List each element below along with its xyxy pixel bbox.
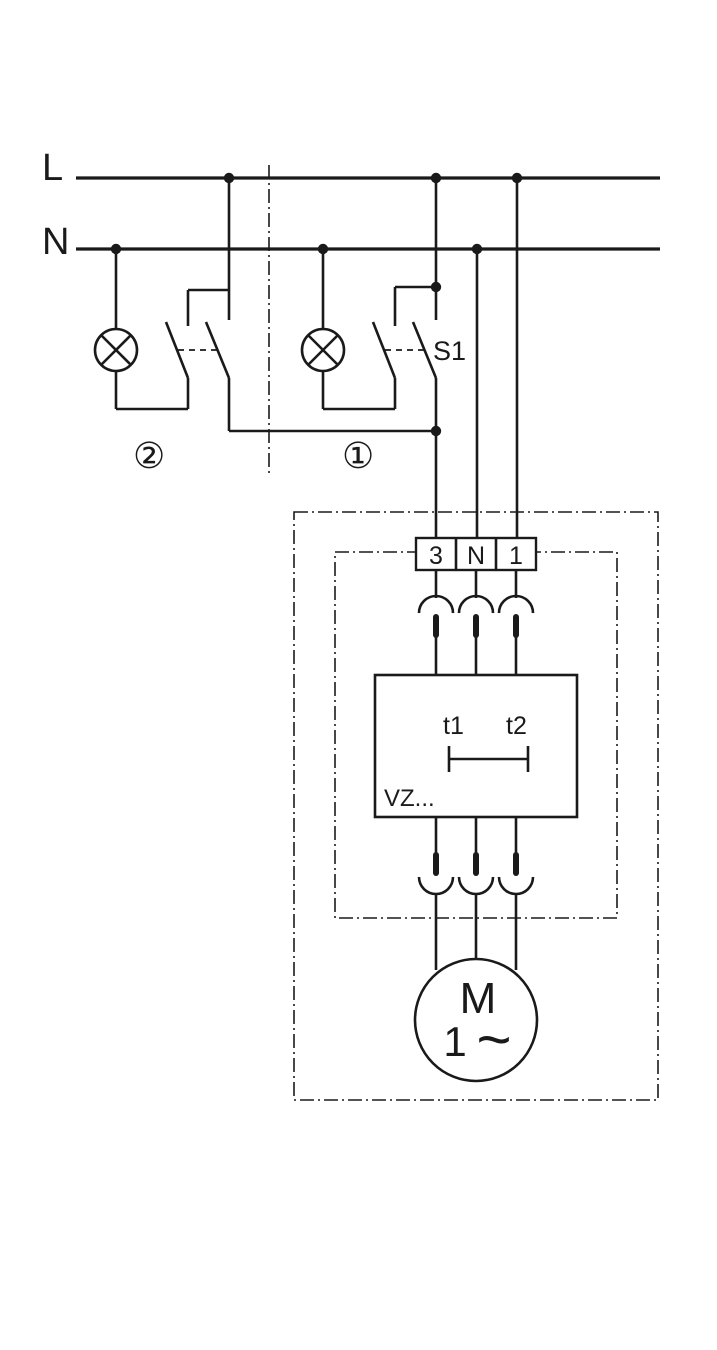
terminal-label: 3 <box>429 542 443 570</box>
upper-connectors <box>417 570 535 675</box>
junction-dot <box>471 243 483 255</box>
inner-enclosure <box>334 551 618 919</box>
switch-s1a-contact <box>371 321 397 379</box>
switch-s1b-contact <box>411 321 438 379</box>
junction-dot <box>511 172 523 184</box>
circuit-1 <box>300 178 438 538</box>
outer-enclosure <box>293 511 659 1101</box>
junction-dot <box>430 425 442 437</box>
junction-dot <box>223 172 235 184</box>
switch-2a-contact <box>164 321 190 379</box>
circuit-2-marker: ② <box>133 435 165 476</box>
circuit-1-marker: ① <box>342 435 374 476</box>
junction-dot <box>317 243 329 255</box>
controller-model-label: VZ... <box>384 785 435 812</box>
bus-n-label: N <box>42 221 69 263</box>
motor-phase: 1 <box>443 1018 466 1065</box>
terminal-label: N <box>467 542 485 570</box>
terminal-label: 1 <box>509 542 523 570</box>
t1-label: t1 <box>443 712 464 740</box>
t2-label: t2 <box>506 712 527 740</box>
lower-connectors <box>417 817 535 970</box>
junction-dot <box>110 243 122 255</box>
junction-dot <box>430 281 442 293</box>
motor-icon <box>413 957 539 1083</box>
junction-dot <box>430 172 442 184</box>
controller-box <box>373 673 579 819</box>
motor-symbol: M <box>460 974 497 1023</box>
switch-2b-contact <box>204 321 231 379</box>
bus-l-label: L <box>42 147 63 189</box>
switch-s1-label: S1 <box>433 336 466 366</box>
motor-ac-symbol: ~ <box>476 1006 511 1073</box>
circuit-2 <box>93 178 436 433</box>
